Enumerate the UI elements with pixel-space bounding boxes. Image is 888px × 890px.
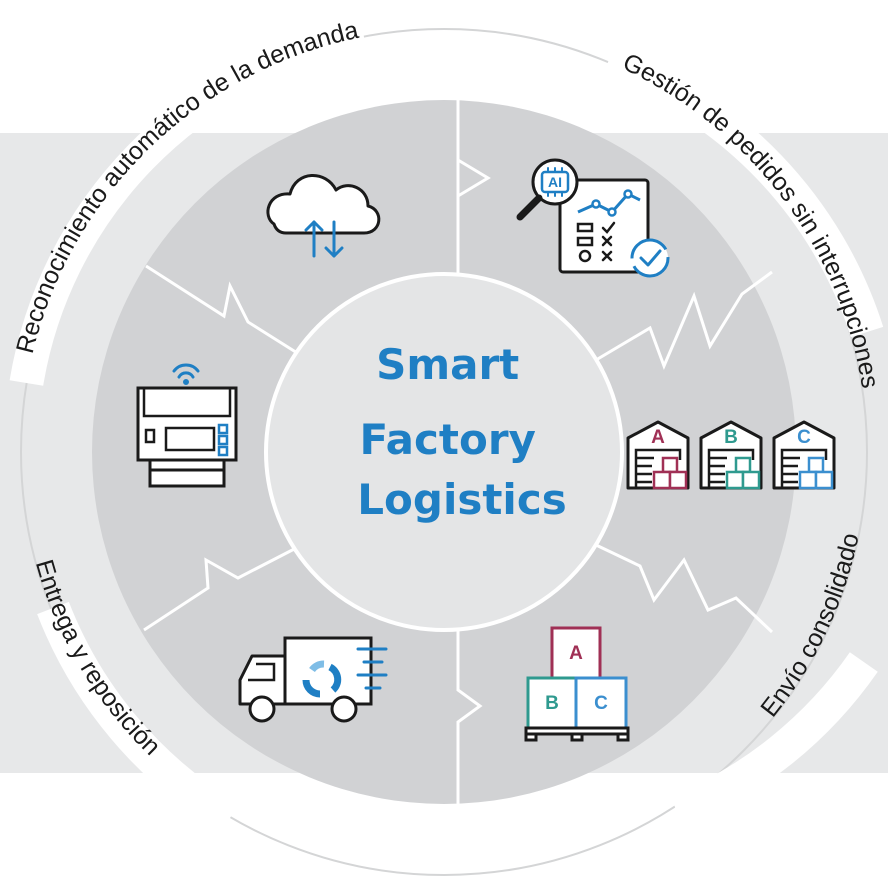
box-letter-a: A xyxy=(569,643,583,664)
center-title-line-1: Smart xyxy=(376,340,519,389)
divider-left-upper xyxy=(145,264,303,358)
divider-top xyxy=(456,100,491,276)
warehouse-letter-c: C xyxy=(797,427,811,448)
center-title-line-2: Factory xyxy=(359,415,536,464)
box-letter-b: B xyxy=(545,693,559,714)
stacked-boxes-icon: A B C xyxy=(524,626,630,742)
arc-label-gaps xyxy=(9,19,884,833)
warehouse-letter-a: A xyxy=(651,427,665,448)
center-title-line-3: Logistics xyxy=(357,475,566,524)
center-title: Smart Factory Logistics xyxy=(357,340,566,524)
warehouse-letter-b: B xyxy=(724,427,738,448)
warehouses-icon: A B C xyxy=(626,420,836,490)
box-letter-c: C xyxy=(594,693,608,714)
segment-dividers xyxy=(143,100,774,804)
divider-right-upper xyxy=(595,270,773,371)
delivery-truck-icon xyxy=(238,636,388,723)
ai-order-checklist-icon: AI xyxy=(516,158,670,278)
wireless-scale-icon xyxy=(136,363,238,488)
divider-bottom xyxy=(456,628,483,804)
ai-badge: AI xyxy=(548,174,562,190)
center-circle xyxy=(264,272,624,632)
divider-right-lower xyxy=(595,543,774,634)
cloud-sync-icon xyxy=(266,174,381,258)
divider-left-lower xyxy=(143,543,303,632)
outer-cycle-ring xyxy=(20,28,868,876)
